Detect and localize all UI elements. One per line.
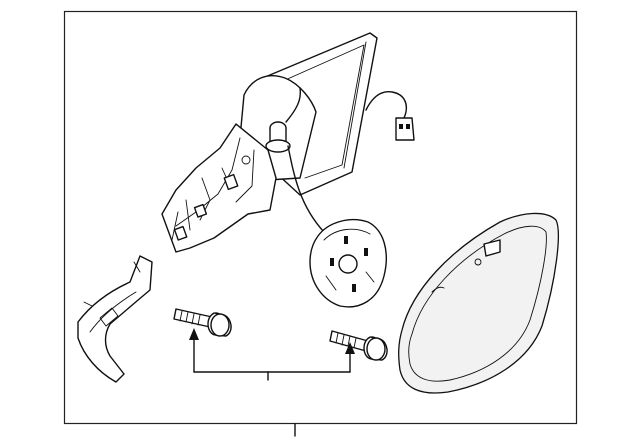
mirror-housing-base[interactable] bbox=[161, 32, 378, 253]
diagram-frame bbox=[63, 10, 578, 425]
mounting-bolt-right[interactable] bbox=[329, 330, 388, 361]
mounting-bolt-left[interactable] bbox=[173, 308, 232, 337]
arrow-right-icon bbox=[345, 342, 355, 354]
callout-bracket bbox=[189, 328, 355, 381]
cover-cap[interactable] bbox=[77, 255, 153, 383]
arrow-left-icon bbox=[189, 328, 199, 340]
wiring-harness-connector[interactable] bbox=[285, 87, 415, 233]
mirror-glass[interactable] bbox=[398, 212, 559, 394]
actuator-motor[interactable] bbox=[309, 218, 387, 308]
